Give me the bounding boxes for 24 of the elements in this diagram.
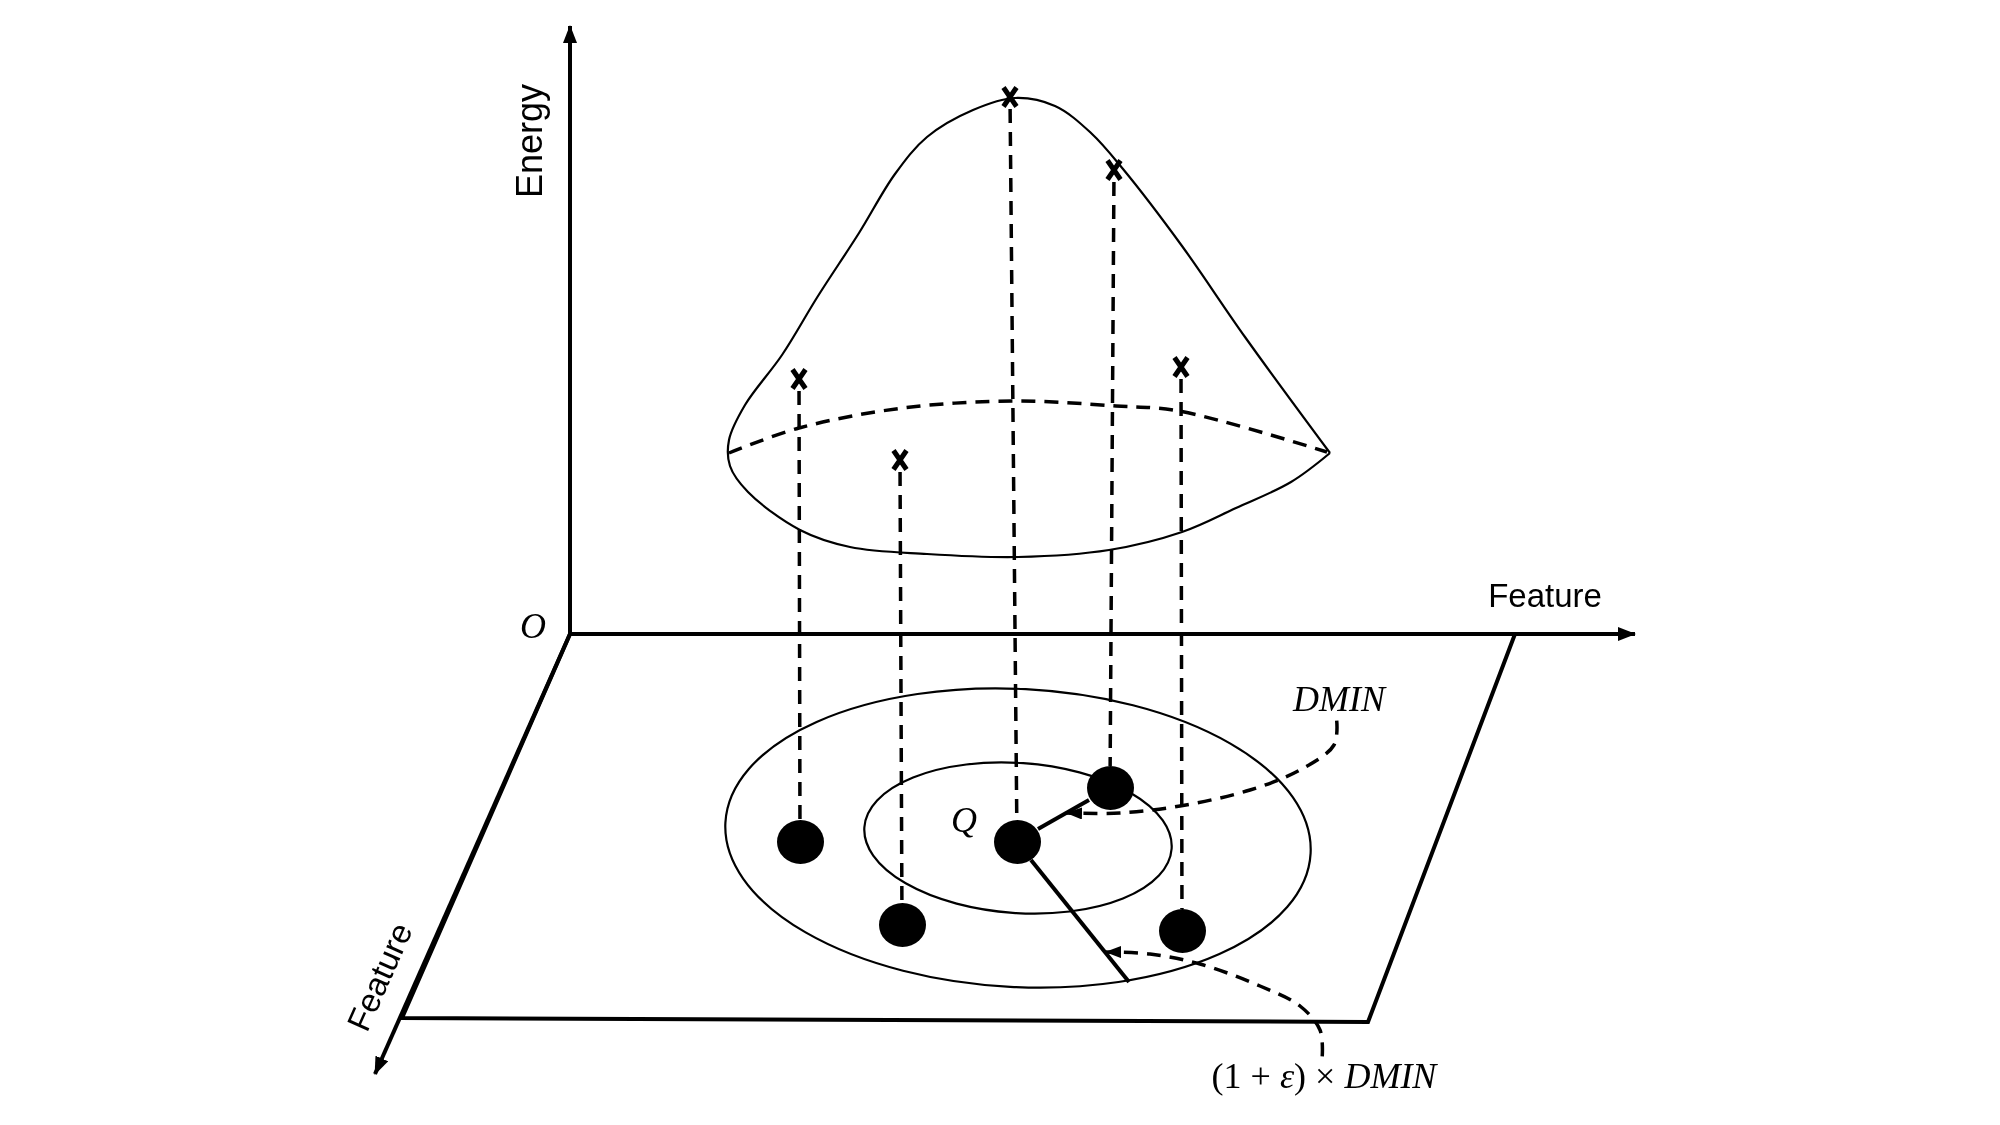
projection-line: [797, 391, 802, 820]
projection-line: [1179, 379, 1184, 909]
dot-icon: [993, 820, 1041, 864]
projection-line: [1108, 182, 1116, 766]
dot-icon: [878, 903, 926, 947]
axis-label: Energy: [509, 82, 551, 201]
distance-label: DMIN: [1289, 679, 1389, 721]
cross-mark-icon: [1105, 158, 1123, 182]
leader-line: [1105, 946, 1325, 1057]
cross-mark-icon: [1001, 85, 1019, 109]
leader-line: [1065, 720, 1339, 820]
point-label: Q: [950, 800, 978, 842]
axis-label: Feature: [1487, 577, 1603, 615]
origin-label: O: [519, 606, 547, 648]
cross-mark-icon: [790, 367, 808, 391]
cross-mark-icon: [1172, 355, 1190, 379]
dot-icon: [1158, 909, 1206, 953]
cross-mark-icon: [891, 448, 909, 472]
dot-icon: [1086, 766, 1134, 810]
dot-icon: [776, 820, 824, 864]
formula-label: (1 + ε) × DMIN: [1207, 1056, 1441, 1098]
distance-line: [1029, 858, 1131, 984]
projection-line: [898, 472, 904, 903]
distance-line: [1036, 798, 1091, 831]
